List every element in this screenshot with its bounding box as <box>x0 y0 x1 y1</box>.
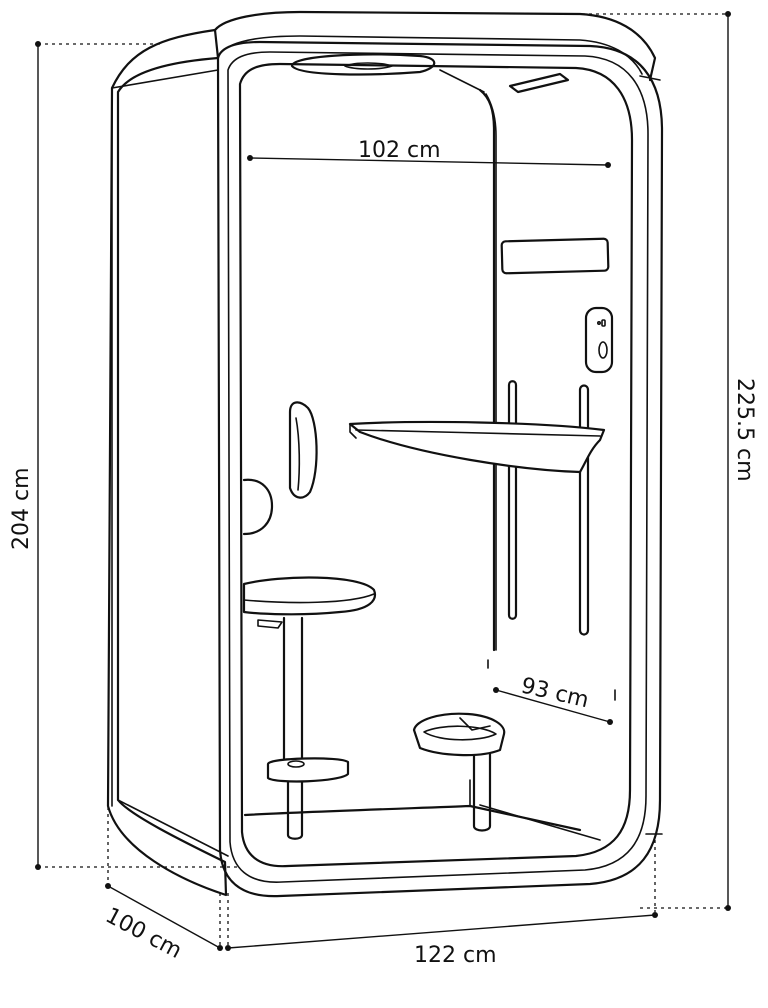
label-total-height: 225.5 cm <box>732 378 757 482</box>
booth-interior <box>243 53 616 841</box>
booth-shell <box>106 10 664 898</box>
label-inner-width: 102 cm <box>358 138 441 163</box>
stool-seat <box>242 576 377 616</box>
right-rail <box>578 384 590 636</box>
stool-footrest <box>266 757 350 783</box>
left-rail <box>507 380 518 620</box>
label-outer-width: 122 cm <box>414 943 497 968</box>
stool <box>242 576 377 840</box>
foot-tray <box>412 712 506 832</box>
wall-fixtures <box>242 237 614 636</box>
dimension-lines <box>35 11 731 951</box>
label-inner-height: 204 cm <box>9 467 34 550</box>
desk <box>348 420 606 474</box>
control-panel <box>584 306 614 374</box>
backrest <box>242 478 274 536</box>
display-panel <box>500 237 610 275</box>
label-inner-depth: 93 cm <box>519 673 591 713</box>
side-lamp <box>288 401 318 499</box>
dimension-guides <box>38 13 728 945</box>
label-outer-depth: 100 cm <box>101 903 186 964</box>
dimension-labels: 102 cm 93 cm 225.5 cm 204 cm 122 cm 100 … <box>9 138 757 968</box>
